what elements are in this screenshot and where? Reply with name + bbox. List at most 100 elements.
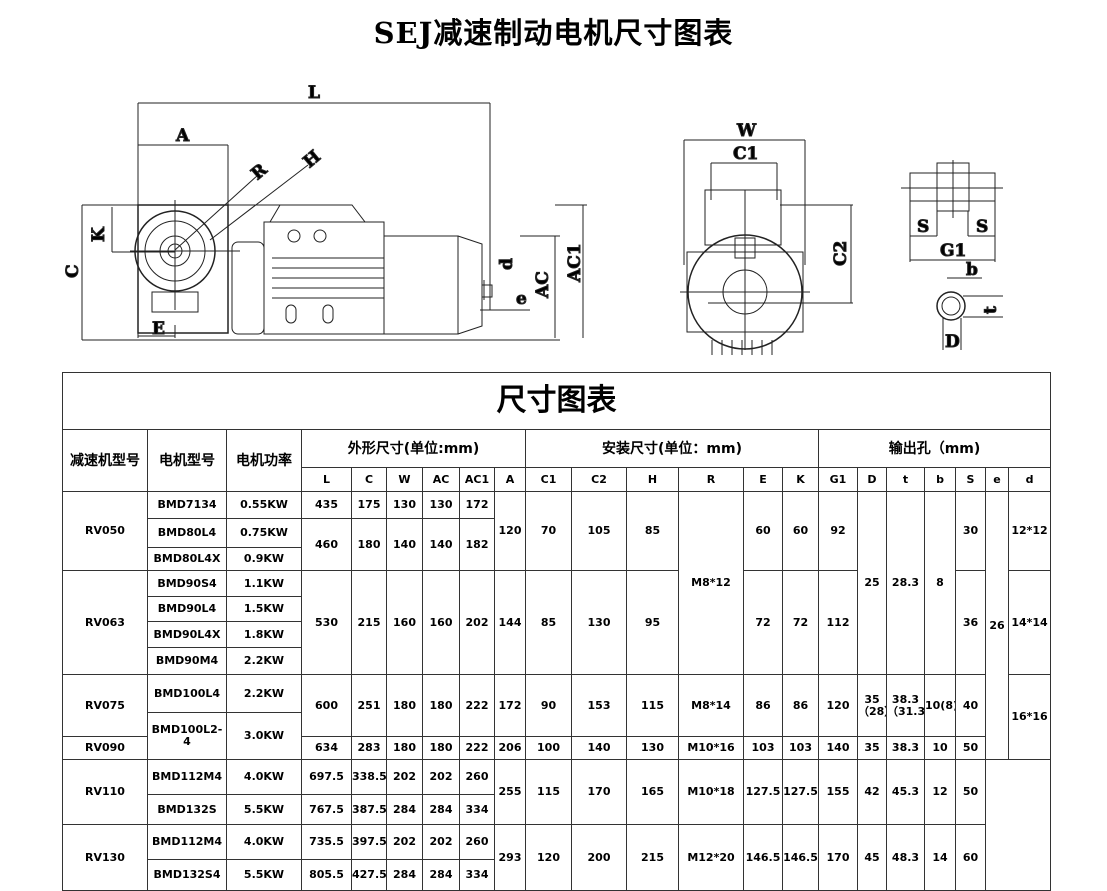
label-S-right: S [976, 217, 988, 237]
label-K: K [89, 226, 109, 242]
table-cell: BMD112M4 [147, 824, 227, 860]
table-cell: 146.5 [743, 824, 783, 891]
table-cell: 70 [525, 491, 572, 571]
label-A: A [175, 126, 190, 146]
table-cell: RV090 [62, 736, 148, 760]
table-cell: BMD100L4 [147, 674, 227, 713]
table-cell: 146.5 [782, 824, 819, 891]
table-cell: 115 [525, 759, 572, 825]
label-b: b [966, 260, 978, 280]
table-cell: 175 [351, 491, 387, 519]
table-cell: 222 [459, 674, 495, 737]
table-cell: M12*20 [678, 824, 744, 891]
table-cell: 202 [422, 824, 460, 860]
table-cell: 222 [459, 736, 495, 760]
table-cell: 767.5 [301, 794, 352, 825]
header-output-hole: 输出孔（mm) [818, 429, 1051, 468]
column-header: W [386, 467, 423, 492]
column-header: R [678, 467, 744, 492]
column-header: AC [422, 467, 460, 492]
table-cell: 600 [301, 674, 352, 737]
column-header: D [857, 467, 887, 492]
table-cell: 206 [494, 736, 526, 760]
label-L: L [308, 83, 320, 103]
table-cell: 103 [782, 736, 819, 760]
front-view-drawing [680, 139, 853, 355]
dimension-drawings: L A R H K C E d e AC AC1 W C1 C2 S S G1 … [63, 83, 1003, 355]
table-cell: 140 [386, 518, 423, 571]
table-cell: 251 [351, 674, 387, 737]
table-cell: 38.3 [886, 736, 925, 760]
table-cell: BMD90S4 [147, 570, 227, 597]
table-cell: 16*16 [1008, 674, 1051, 760]
table-cell: 1.5KW [226, 596, 302, 622]
table-cell: M8*14 [678, 674, 744, 737]
column-header: E [743, 467, 783, 492]
table-cell: 0.9KW [226, 547, 302, 571]
table-cell: BMD90L4 [147, 596, 227, 622]
column-header: C1 [525, 467, 572, 492]
table-cell: 170 [571, 759, 627, 825]
table-cell: BMD90L4X [147, 621, 227, 648]
table-cell: 130 [571, 570, 627, 675]
table-cell: 180 [351, 518, 387, 571]
table-cell: 4.0KW [226, 824, 302, 860]
table-cell: 103 [743, 736, 783, 760]
table-cell: 105 [571, 491, 627, 571]
table-cell: 30 [955, 491, 986, 571]
label-e: e [516, 289, 527, 309]
table-cell: M10*18 [678, 759, 744, 825]
table-cell: 45 [857, 824, 887, 891]
table-cell: 60 [955, 824, 986, 891]
table-cell: 805.5 [301, 859, 352, 891]
table-cell: RV130 [62, 824, 148, 891]
table-cell: 202 [422, 759, 460, 795]
table-title: 尺寸图表 [62, 372, 1051, 430]
header-motor-model: 电机型号 [147, 429, 227, 492]
table-cell: 60 [782, 491, 819, 571]
table-cell: BMD7134 [147, 491, 227, 519]
table-cell: 153 [571, 674, 627, 737]
column-header: H [626, 467, 679, 492]
table-cell: 130 [386, 491, 423, 519]
column-header: G1 [818, 467, 858, 492]
table-cell: 284 [386, 859, 423, 891]
table-cell: 634 [301, 736, 352, 760]
table-cell: 38.3（31.3） [886, 674, 925, 737]
table-cell: 35 [857, 736, 887, 760]
table-cell: 8 [924, 491, 956, 675]
column-header: A [494, 467, 526, 492]
table-cell: 215 [626, 824, 679, 891]
label-E: E [152, 319, 165, 339]
label-G1: G1 [940, 241, 966, 261]
table-cell: 28.3 [886, 491, 925, 675]
table-cell: 85 [525, 570, 572, 675]
column-header: AC1 [459, 467, 495, 492]
column-header: C2 [571, 467, 627, 492]
table-cell: 2.2KW [226, 674, 302, 713]
table-cell: 42 [857, 759, 887, 825]
table-cell: 202 [386, 759, 423, 795]
output-shaft-drawing [901, 160, 1003, 350]
table-cell: 10 [924, 736, 956, 760]
table-cell: 50 [955, 759, 986, 825]
table-cell: 2.2KW [226, 647, 302, 675]
column-header: C [351, 467, 387, 492]
table-cell: 180 [386, 674, 423, 737]
table-cell: 50 [955, 736, 986, 760]
header-reducer-model: 减速机型号 [62, 429, 148, 492]
label-C: C [63, 264, 83, 278]
table-cell: 170 [818, 824, 858, 891]
table-cell: 72 [782, 570, 819, 675]
table-cell: 200 [571, 824, 627, 891]
table-cell: 334 [459, 859, 495, 891]
table-cell: 5.5KW [226, 859, 302, 891]
table-cell: 180 [422, 736, 460, 760]
